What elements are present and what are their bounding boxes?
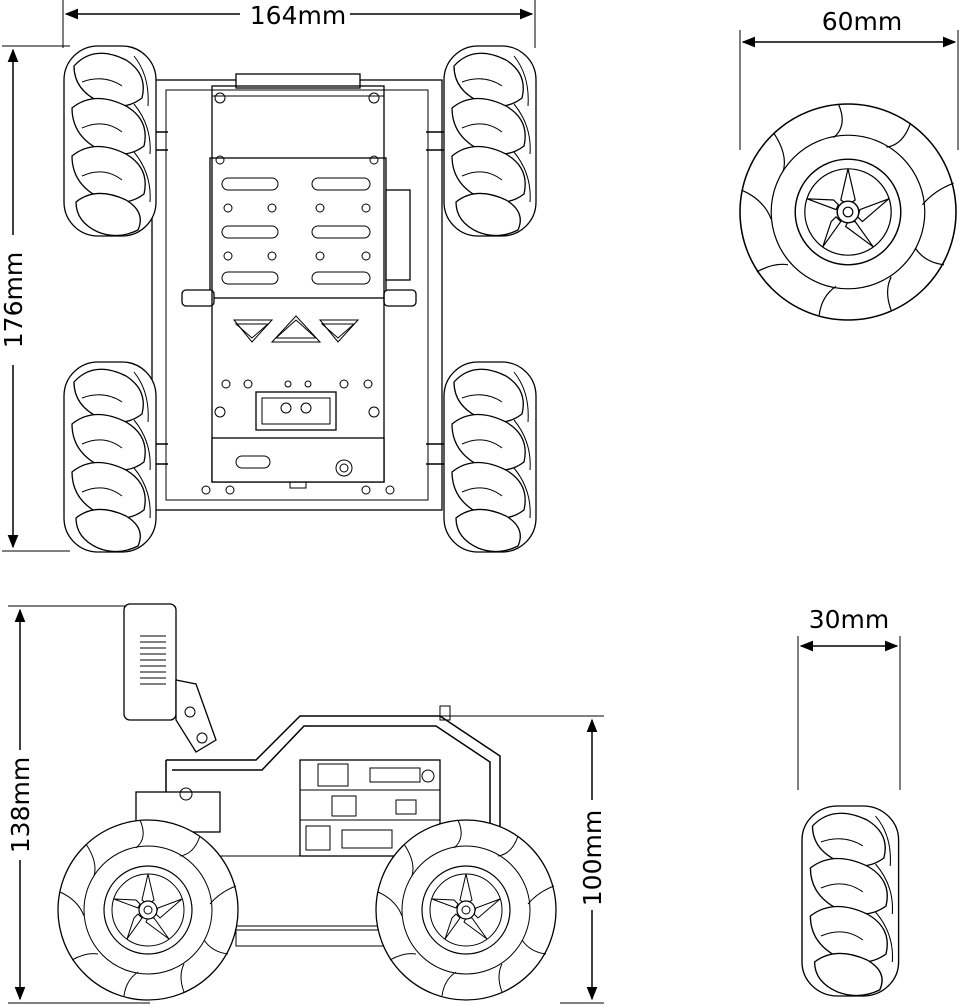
dim-side-body-height: 100mm — [578, 810, 607, 906]
dim-wheel-width: 30mm — [809, 605, 890, 634]
dim-wheel-diameter: 60mm — [822, 7, 903, 36]
dim-top-length: 176mm — [0, 252, 28, 348]
dim-top-width: 164mm — [250, 1, 346, 30]
top-view: 164mm 176mm — [0, 0, 537, 553]
dim-side-total-height: 138mm — [6, 757, 35, 853]
side-view: 138mm 100mm — [6, 603, 607, 1004]
wheel-face-view: 60mm — [739, 7, 959, 321]
wheel-side-view: 30mm — [797, 605, 901, 997]
